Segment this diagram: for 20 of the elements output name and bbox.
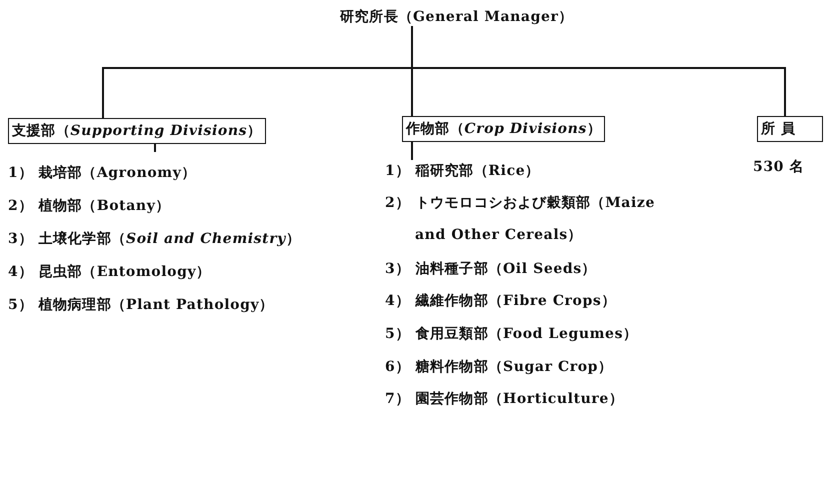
division-box: 作物部（Crop Divisions）	[402, 116, 606, 142]
connector-line	[154, 144, 156, 152]
list-item: 5） 植物病理部（Plant Pathology）	[8, 296, 274, 314]
list-item: 6） 糖料作物部（Sugar Crop）	[385, 358, 613, 376]
title-text: 研究所長（General Manager）	[340, 8, 574, 26]
list-item: 4） 昆虫部（Entomology）	[8, 263, 211, 281]
list-item: 1） 稲研究部（Rice）	[385, 162, 540, 180]
list-item: 2） 植物部（Botany）	[8, 197, 170, 215]
count-label: 530 名	[753, 158, 804, 176]
list-item: 3） 土壌化学部（Soil and Chemistry）	[8, 230, 301, 248]
connector-line	[411, 142, 413, 160]
division-box: 支援部（Supporting Divisions）	[8, 118, 266, 144]
list-item: 2） トウモロコシおよび穀類部（Maize and Other Cereals）	[385, 194, 656, 246]
list-item: 3） 油料種子部（Oil Seeds）	[385, 260, 596, 278]
list-item: 4） 繊維作物部（Fibre Crops）	[385, 292, 616, 310]
connector-line	[411, 26, 786, 116]
list-item: 5） 食用豆類部（Food Legumes）	[385, 325, 638, 343]
division-box: 所 員	[757, 116, 823, 142]
list-item: 1） 栽培部（Agronomy）	[8, 164, 196, 182]
list-item: 7） 園芸作物部（Horticulture）	[385, 390, 624, 408]
